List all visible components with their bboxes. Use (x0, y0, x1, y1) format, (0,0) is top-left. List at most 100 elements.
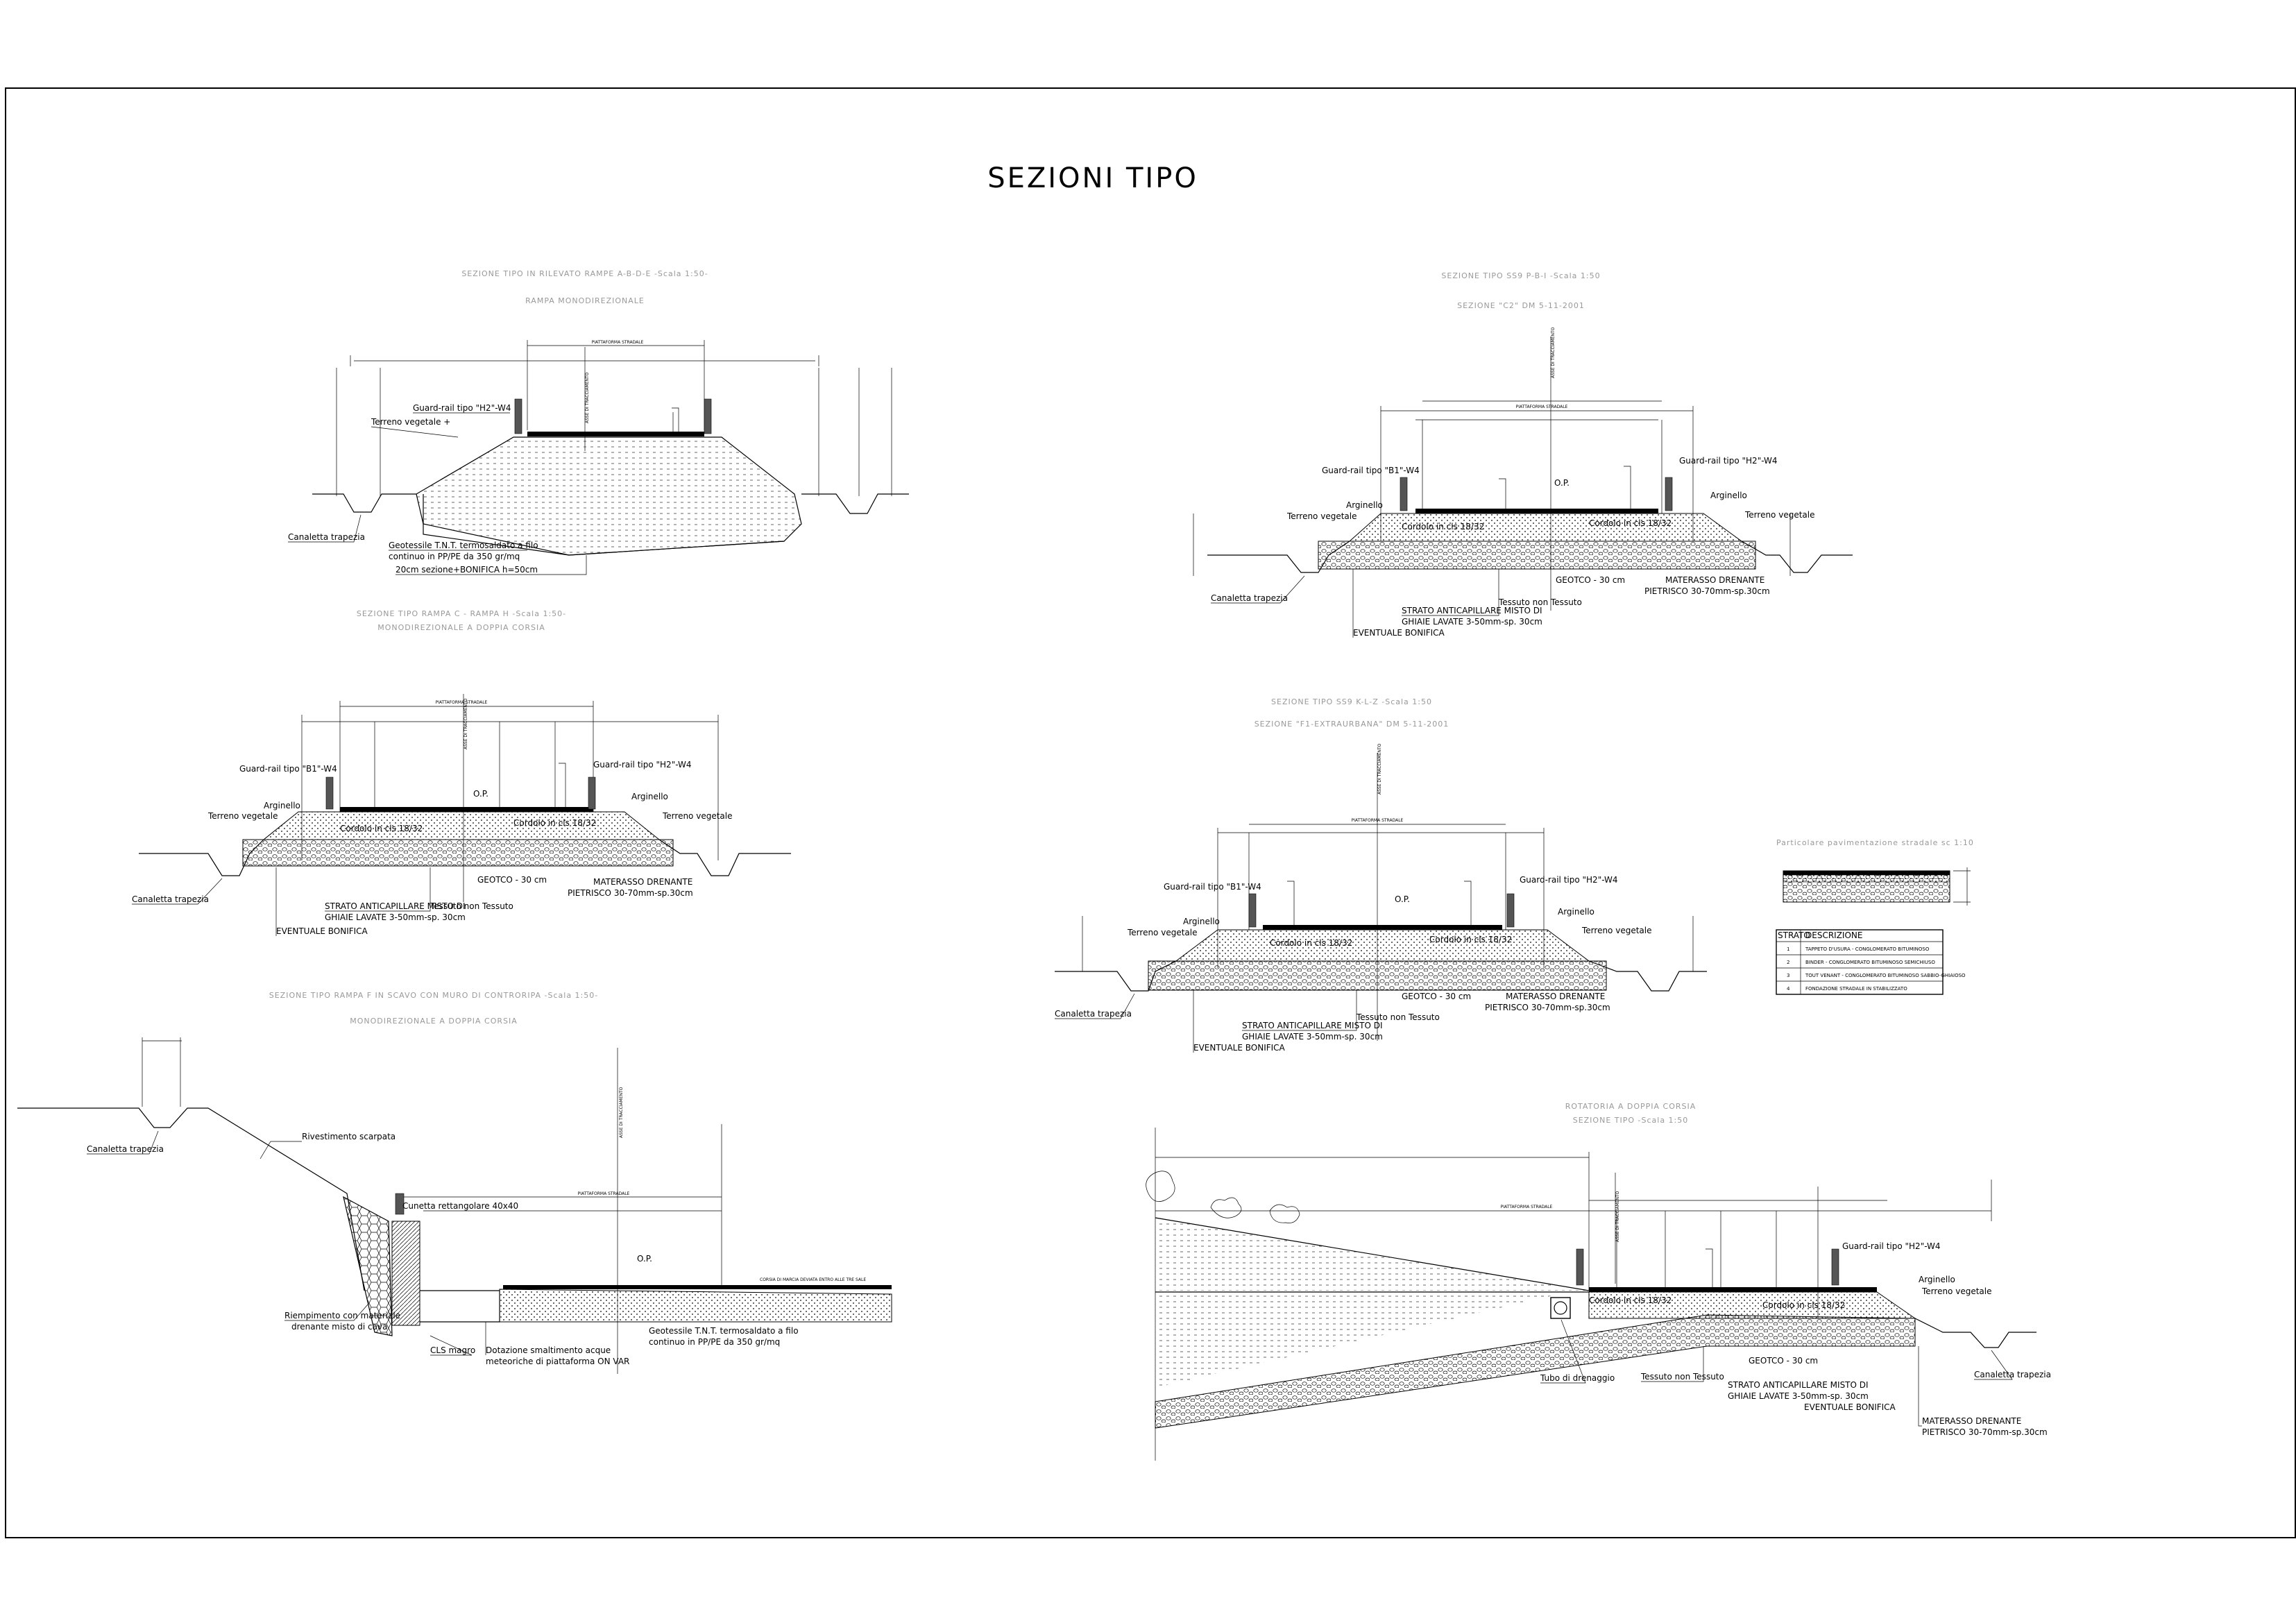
section-5-heading: SEZIONE TIPO SS9 K-L-Z -Scala 1:50 (1271, 697, 1432, 706)
section-5-op: O.P. (1395, 894, 1410, 904)
section-5-cordolo-right: Cordolo in cls 18/32 (1429, 935, 1512, 944)
section-6-anticapillare-2: GHIAIE LAVATE 3-50mm-sp. 30cm (1728, 1391, 1869, 1401)
section-2-anticapillare-2: GHIAIE LAVATE 3-50mm-sp. 30cm (325, 912, 466, 922)
section-3-riempimento-2: drenante misto di cava (291, 1322, 387, 1332)
section-2-rampa-c-h: SEZIONE TIPO RAMPA C - RAMPA H -Scala 1:… (132, 609, 791, 936)
section-2-tessuto: Tessuto non Tessuto (430, 901, 513, 911)
section-2-canaletta: Canaletta trapezia (132, 894, 209, 904)
legend-row-3-text: TOUT VENANT - CONGLOMERATO BITUMINOSO SA… (1805, 973, 1966, 978)
legend-row-1-code: 1 (1787, 946, 1789, 952)
section-1-heading: SEZIONE TIPO IN RILEVATO RAMPE A-B-D-E -… (461, 269, 708, 278)
section-2-cordolo-right: Cordolo in cls 18/32 (513, 818, 596, 828)
section-4-arginello-right: Arginello (1710, 491, 1747, 500)
section-5-geotessile: GEOTCO - 30 cm (1402, 992, 1471, 1001)
section-3-geotessile-1: Geotessile T.N.T. termosaldato a filo (649, 1326, 799, 1336)
section-1-canaletta-label: Canaletta trapezia (288, 532, 365, 542)
section-6-heading: ROTATORIA A DOPPIA CORSIA (1565, 1102, 1697, 1111)
section-5-axis: ASSE DI TRACCIAMENTO (1377, 743, 1382, 794)
section-1-platform: PIATTAFORMA STRADALE (592, 340, 644, 345)
legend-row-4-code: 4 (1787, 986, 1790, 992)
section-4-bonifica: EVENTUALE BONIFICA (1353, 628, 1445, 638)
section-3-geotessile-2: continuo in PP/PE da 350 gr/mq (649, 1337, 780, 1347)
section-6-canaletta: Canaletta trapezia (1974, 1370, 2051, 1379)
section-4-terreno-left: Terreno vegetale (1286, 511, 1357, 521)
section-6-subheading: SEZIONE TIPO -Scala 1:50 (1573, 1116, 1689, 1125)
section-5-anticapillare-1: STRATO ANTICAPILLARE MISTO DI (1242, 1021, 1383, 1030)
section-5-tessuto: Tessuto non Tessuto (1356, 1012, 1440, 1022)
section-1-terreno-label: Terreno vegetale + (371, 417, 450, 427)
section-3-gabion-wall (343, 1196, 393, 1336)
legend-row-4-text: FONDAZIONE STRADALE IN STABILIZZATO (1805, 986, 1907, 992)
section-5-subheading: SEZIONE "F1-EXTRAURBANA" DM 5-11-2001 (1255, 720, 1449, 729)
section-3-rampa-f: SEZIONE TIPO RAMPA F IN SCAVO CON MURO D… (17, 991, 892, 1374)
legend-table (1776, 929, 1944, 995)
section-2-subheading: MONODIREZIONALE A DOPPIA CORSIA (377, 623, 545, 632)
section-6-cordolo-right: Cordolo in cls 18/32 (1762, 1300, 1845, 1310)
section-6-platform: PIATTAFORMA STRADALE (1501, 1205, 1553, 1209)
section-3-canaletta: Canaletta trapezia (87, 1144, 164, 1154)
legend-col-desc: DESCRIZIONE (1805, 931, 1862, 940)
section-2-drain-layer (242, 839, 674, 867)
section-3-subheading: MONODIREZIONALE A DOPPIA CORSIA (350, 1017, 518, 1026)
section-2-materasso-1: MATERASSO DRENANTE (593, 877, 692, 887)
section-4-terreno-right: Terreno vegetale (1744, 510, 1814, 520)
section-4-materasso-2: PIETRISCO 30-70mm-sp.30cm (1644, 586, 1770, 596)
section-6-rotatoria: ROTATORIA A DOPPIA CORSIA SEZIONE TIPO -… (1146, 1102, 2051, 1461)
section-2-op: O.P. (473, 789, 488, 799)
section-1-embankment (416, 436, 802, 556)
section-3-dotazione-2: meteoriche di piattaforma ON VAR (486, 1357, 629, 1366)
section-4-heading: SEZIONE TIPO SS9 P-B-I -Scala 1:50 (1441, 271, 1600, 280)
section-6-anticapillare-1: STRATO ANTICAPILLARE MISTO DI (1728, 1380, 1869, 1390)
section-2-bonifica: EVENTUALE BONIFICA (276, 926, 368, 936)
section-5-bonifica: EVENTUALE BONIFICA (1193, 1043, 1286, 1053)
section-2-materasso-2: PIETRISCO 30-70mm-sp.30cm (568, 888, 693, 898)
section-1-guardrail-label: Guard-rail tipo "H2"-W4 (413, 403, 511, 413)
section-2-terreno-right: Terreno vegetale (662, 811, 732, 821)
section-4-anticapillare-1: STRATO ANTICAPILLARE MISTO DI (1402, 606, 1542, 615)
section-4-anticapillare-2: GHIAIE LAVATE 3-50mm-sp. 30cm (1402, 617, 1542, 627)
section-3-platform: PIATTAFORMA STRADALE (578, 1191, 630, 1196)
section-4-subheading: SEZIONE "C2" DM 5-11-2001 (1457, 301, 1585, 310)
section-3-rivestimento: Rivestimento scarpata (302, 1132, 396, 1141)
section-4-tessuto: Tessuto non Tessuto (1498, 597, 1582, 607)
section-4-canaletta: Canaletta trapezia (1211, 593, 1288, 603)
section-6-lower-fill (1155, 1292, 1568, 1388)
section-1-geotessile-2: continuo in PP/PE da 350 gr/mq (389, 552, 520, 561)
section-3-dotazione-1: Dotazione smaltimento acque (486, 1345, 611, 1355)
section-1-bonifica: 20cm sezione+BONIFICA h=50cm (396, 565, 538, 575)
section-4-op: O.P. (1554, 478, 1570, 488)
legend-row-3-code: 3 (1787, 973, 1789, 978)
section-1-geotessile-1: Geotessile T.N.T. termosaldato a filo (389, 541, 538, 550)
section-2-geotessile: GEOTCO - 30 cm (477, 875, 547, 885)
legend-row-2-text: BINDER - CONGLOMERATO BITUMINOSO SEMICHI… (1805, 960, 1935, 965)
section-6-drain-pipe (1550, 1297, 1571, 1319)
section-5-pavement (1175, 929, 1590, 962)
section-1-axis: ASSE DI TRACCIAMENTO (585, 372, 590, 423)
section-4-materasso-1: MATERASSO DRENANTE (1665, 575, 1764, 585)
section-6-fill (1155, 1218, 1589, 1291)
section-4-cordolo-right: Cordolo in cls 18/32 (1589, 518, 1672, 528)
section-4-cordolo-left: Cordolo in cls 18/32 (1402, 522, 1484, 532)
section-6-bonifica: EVENTUALE BONIFICA (1804, 1402, 1896, 1412)
section-5-terreno-left: Terreno vegetale (1127, 928, 1197, 937)
section-6-tubo: Tubo di drenaggio (1540, 1373, 1615, 1383)
section-2-guardrail-right: Guard-rail tipo "H2"-W4 (593, 760, 692, 770)
section-5-anticapillare-2: GHIAIE LAVATE 3-50mm-sp. 30cm (1242, 1032, 1383, 1042)
section-2-arginello-left: Arginello (264, 801, 300, 810)
section-5-ss9-klz: SEZIONE TIPO SS9 K-L-Z -Scala 1:50 SEZIO… (1055, 697, 1707, 1053)
section-2-platform: PIATTAFORMA STRADALE (436, 700, 488, 705)
section-6-terreno: Terreno vegetale (1921, 1286, 1991, 1296)
section-3-heading: SEZIONE TIPO RAMPA F IN SCAVO CON MURO D… (269, 991, 598, 1000)
section-4-platform: PIATTAFORMA STRADALE (1516, 405, 1568, 409)
section-2-pavement (262, 811, 661, 840)
section-5-drain-layer (1148, 960, 1607, 991)
section-2-arginello-right: Arginello (631, 792, 668, 801)
section-6-materasso-2: PIETRISCO 30-70mm-sp.30cm (1922, 1427, 2048, 1437)
legend-row-2-code: 2 (1787, 960, 1789, 965)
drawing-title: SEZIONI TIPO (987, 162, 1198, 194)
section-4-guardrail-left: Guard-rail tipo "B1"-W4 (1322, 466, 1420, 475)
section-6-materasso-1: MATERASSO DRENANTE (1922, 1416, 2021, 1426)
section-6-cordolo-left: Cordolo in cls 18/32 (1589, 1295, 1672, 1305)
section-6-axis: ASSE DI TRACCIAMENTO (1615, 1191, 1620, 1242)
